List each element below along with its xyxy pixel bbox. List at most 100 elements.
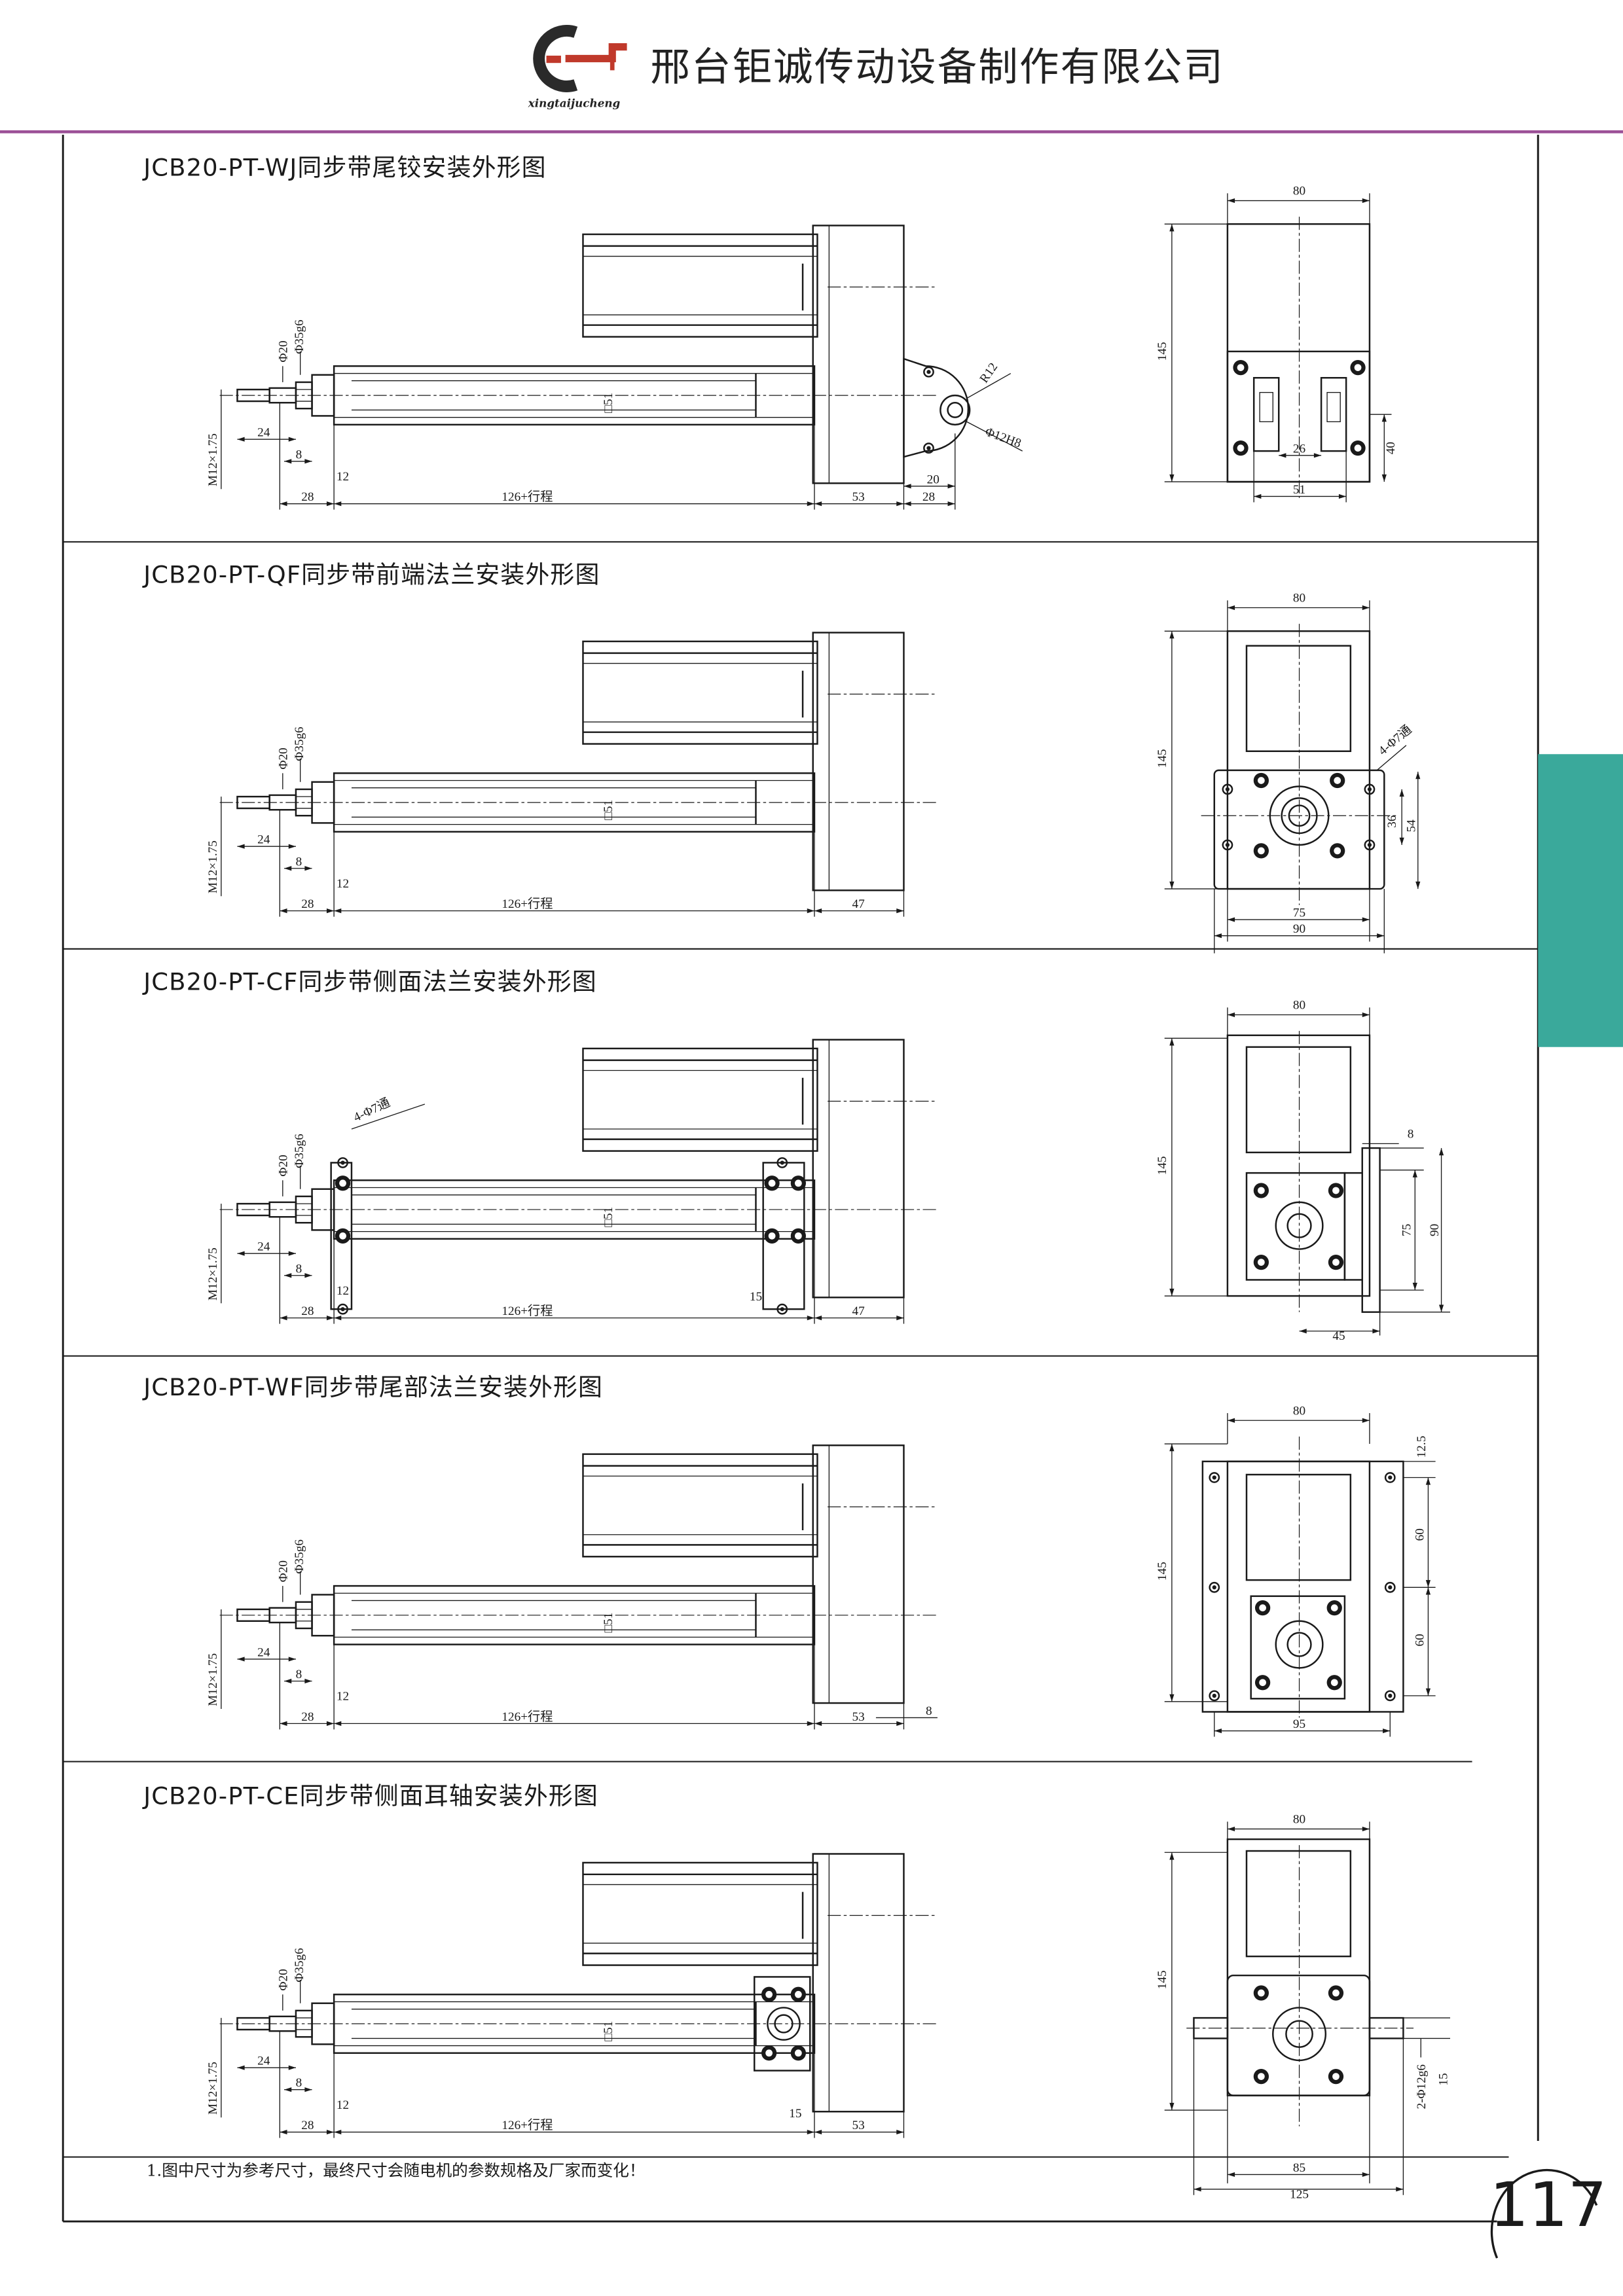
rod-diameter-label: Φ20 — [277, 1155, 291, 1176]
company-name: 邢台钜诚传动设备制作有限公司 — [650, 45, 1224, 90]
bolt-hole — [790, 2045, 806, 2061]
leader — [1376, 745, 1407, 771]
belt-housing-face — [828, 224, 905, 484]
bolt-socket — [1257, 1989, 1265, 1997]
section-title: JCB20-PT-CF同步带侧面法兰安装外形图 — [142, 967, 597, 996]
rod-diameter-label: Φ20 — [277, 1969, 291, 1990]
dim-arrow — [334, 2130, 342, 2135]
end-width-label: 80 — [1293, 1404, 1305, 1418]
dim-arrow — [288, 1251, 296, 1256]
end-90-label: 90 — [1428, 1224, 1442, 1236]
dim-arrow — [1372, 1329, 1380, 1334]
clevis-ear-left — [1252, 377, 1280, 452]
bolt-socket — [1334, 847, 1341, 855]
bolt-socket — [1354, 364, 1362, 371]
body-size-label: □51 — [602, 1207, 615, 1227]
bolt-socket — [1237, 444, 1245, 452]
dim-28-label: 28 — [301, 897, 314, 911]
page-frame — [62, 134, 1539, 2223]
end-45-label: 45 — [1332, 1329, 1345, 1343]
dim-arrow — [1169, 1444, 1175, 1452]
bolt-socket — [1354, 444, 1362, 452]
bolt-hole — [761, 1986, 777, 2002]
dim-arrow — [237, 2065, 245, 2070]
rod-boss — [1275, 1620, 1324, 1669]
motor-body — [582, 1047, 818, 1152]
dim-arrow — [1383, 1728, 1391, 1734]
dim-arrow — [1412, 1170, 1417, 1177]
mount-hole-center — [1225, 842, 1230, 848]
dim-arrow — [1362, 605, 1370, 611]
trunnion-housing — [1226, 1974, 1371, 2096]
mount-hole-ring — [1209, 1690, 1220, 1702]
dim-arrow — [896, 1721, 904, 1726]
dim-arrow — [1425, 1587, 1431, 1595]
dim-arrow — [304, 1273, 312, 1278]
footer-note: 1.图中尺寸为参考尺寸，最终尺寸会随电机的参数规格及厂家而变化！ — [147, 2161, 646, 2180]
dim-arrow — [304, 866, 312, 871]
end-height-label: 145 — [1156, 749, 1169, 768]
end-75-label: 75 — [1293, 906, 1305, 920]
dim-arrow — [1425, 1477, 1431, 1485]
thread-label: M12×1.75 — [206, 2062, 220, 2115]
front-flange — [1213, 769, 1385, 890]
clevis-radius-label: R12 — [977, 361, 1001, 386]
mount-hole — [1222, 783, 1233, 795]
dim-28-label: 28 — [301, 490, 314, 504]
bolt-hole — [1253, 2068, 1269, 2085]
dim-arrow — [280, 501, 287, 507]
dim-12-label: 12 — [337, 1284, 349, 1298]
bolt-hole — [1253, 1985, 1269, 2001]
company-logo: xingtaijucheng — [528, 25, 627, 109]
bolt-socket — [1332, 1259, 1340, 1266]
dim-arrow — [1362, 198, 1370, 204]
cap-diameter-label: Φ35g6 — [293, 1948, 306, 1982]
dim-arrow — [1381, 474, 1387, 482]
thread-label: M12×1.75 — [206, 840, 220, 893]
mount-hole-ring — [1209, 1581, 1220, 1593]
bolt-hole — [1330, 843, 1345, 859]
dim-arrow — [807, 908, 814, 914]
side-flange — [1361, 1147, 1381, 1313]
rear-flange-plate — [1201, 1460, 1404, 1713]
mount-hole-ring — [776, 1157, 788, 1168]
dim-arrow — [1169, 224, 1175, 232]
dim-arrow — [284, 1678, 292, 1684]
mount-hole-center — [1212, 1475, 1216, 1480]
dim-arrow — [326, 501, 335, 507]
mount-hole — [337, 1303, 348, 1315]
dim-arrow — [334, 1316, 342, 1321]
bolt-socket — [768, 1179, 776, 1187]
bolt-hole — [1233, 359, 1249, 376]
dim-arrow — [1169, 881, 1175, 889]
trunnion-pin — [767, 2007, 801, 2041]
end-lower — [1226, 350, 1371, 483]
bolt-socket — [1332, 1187, 1340, 1194]
body-size-label: □51 — [602, 393, 615, 413]
dim-28-label: 28 — [301, 1710, 314, 1724]
dim-arrow — [280, 1316, 287, 1321]
mount-hole — [923, 442, 934, 454]
dim-12-label: 12 — [337, 470, 349, 484]
dim-arrow — [304, 1678, 312, 1684]
belt-housing-face — [828, 1039, 905, 1298]
dim-arrow — [284, 1273, 292, 1278]
rod-boss — [1272, 2007, 1327, 2062]
bolt-socket — [1330, 1679, 1338, 1687]
mount-hole — [776, 1303, 788, 1315]
dim-arrow — [334, 908, 342, 914]
trunnion-pin-label: 2-Φ12g6 — [1415, 2064, 1429, 2109]
bolt-socket — [1257, 847, 1265, 855]
motor-window — [1245, 1473, 1352, 1581]
mount-hole-center — [1212, 1693, 1216, 1698]
cap-diameter-label: Φ35g6 — [293, 1539, 306, 1574]
dim-arrow — [1169, 1288, 1175, 1297]
bolt-hole — [335, 1175, 351, 1191]
end-width-label: 80 — [1293, 999, 1305, 1013]
end-height-label: 145 — [1156, 342, 1169, 361]
bolt-socket — [765, 1990, 773, 1998]
mount-hole-center — [1388, 1585, 1393, 1590]
bolt-hole — [1253, 843, 1269, 859]
